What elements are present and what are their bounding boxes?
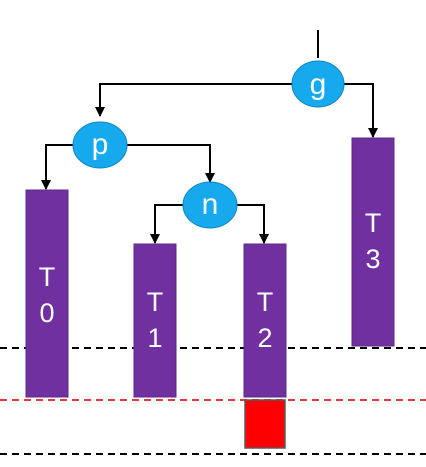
- edge-p-to-n: [126, 144, 215, 183]
- node-n: [182, 181, 238, 229]
- subtree-t1-letter: T: [147, 287, 164, 317]
- subtree-t2-index: 2: [257, 323, 272, 353]
- subtree-t0-letter: T: [39, 262, 56, 292]
- edge-n-to-t1: [150, 204, 186, 244]
- edge-p-to-t0: [41, 144, 76, 190]
- subtree-t3: [351, 137, 395, 347]
- subtree-t2: [243, 243, 287, 398]
- subtree-t3-letter: T: [365, 208, 382, 238]
- node-p: [72, 121, 128, 169]
- node-p-label: p: [92, 128, 109, 161]
- subtree-t3-index: 3: [365, 244, 380, 274]
- subtree-t1-index: 1: [147, 323, 162, 353]
- edge-n-to-t2: [234, 204, 269, 244]
- node-n-label: n: [202, 188, 219, 221]
- edge-g-to-p: [95, 83, 296, 117]
- node-g: [291, 60, 345, 108]
- subtree-t1: [133, 243, 177, 398]
- subtree-t0-index: 0: [39, 298, 54, 328]
- subtree-t2-letter: T: [257, 287, 274, 317]
- added-level-block: [244, 399, 286, 449]
- node-g-label: g: [310, 68, 327, 101]
- edge-g-to-t3: [342, 83, 378, 138]
- subtree-t0: [25, 189, 69, 398]
